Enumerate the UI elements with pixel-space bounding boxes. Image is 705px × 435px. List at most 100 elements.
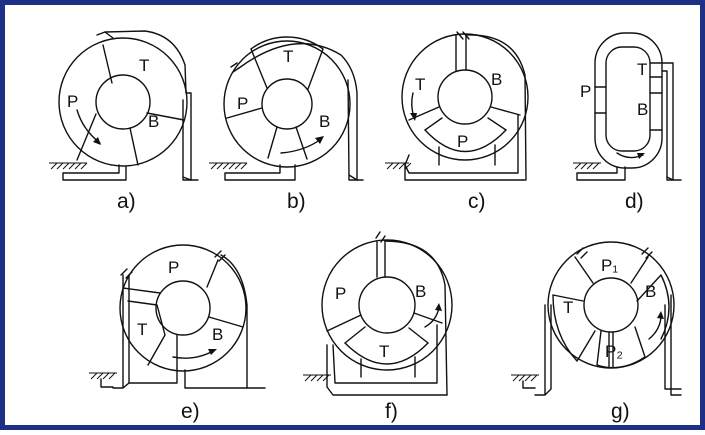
blade-divider <box>307 48 324 90</box>
inner-shaft <box>182 99 192 181</box>
output-shaft <box>649 62 674 181</box>
caption-g: g) <box>611 400 630 423</box>
stator-label: B <box>212 325 223 344</box>
blade-divider <box>146 112 185 121</box>
outer-casing <box>594 32 663 169</box>
blade-divider <box>206 259 219 288</box>
inner-core <box>605 46 651 152</box>
diagram-sheet: P T B a) P T B b) <box>49 30 682 423</box>
base-plate <box>576 166 626 181</box>
stator-label: B <box>637 100 648 119</box>
pump-label: P <box>457 132 468 151</box>
pump-1-label: P₁ <box>601 256 618 275</box>
input-shaft <box>534 304 552 396</box>
blade-divider <box>226 107 263 119</box>
diagram-e: P T B e) <box>89 244 266 423</box>
outer-casing <box>321 239 453 371</box>
stator-label: B <box>645 282 656 301</box>
base-plate <box>62 164 127 181</box>
arrowhead-icon <box>435 303 442 311</box>
stator-outline <box>636 274 670 340</box>
inner-hub <box>583 277 639 333</box>
input-shaft <box>112 274 130 389</box>
caption-c: c) <box>468 190 486 213</box>
inner-hub <box>155 280 211 336</box>
arrowhead-icon <box>657 311 664 319</box>
outer-shaft <box>238 43 358 181</box>
blade-divider <box>129 127 139 166</box>
base-foot <box>182 176 199 181</box>
pump-2-label: P₂ <box>605 342 623 361</box>
arrowhead-icon <box>637 153 645 159</box>
ground-hatch <box>574 162 600 170</box>
arrowhead-icon <box>208 349 217 355</box>
diagram-c: T B P c) <box>385 31 529 213</box>
shaft-divider <box>608 331 614 368</box>
runner-arc <box>344 342 429 365</box>
break-mark <box>230 62 240 73</box>
blade-divider <box>574 256 649 284</box>
turbine-outline <box>127 300 166 366</box>
runner-arc <box>424 129 507 153</box>
outer-casing <box>58 37 188 167</box>
turbine-label: T <box>415 75 425 94</box>
ground-hatch <box>210 162 248 170</box>
blade-divider <box>102 44 113 84</box>
diagram-b: P T B b) <box>209 36 364 213</box>
shaft-divider <box>455 34 467 72</box>
foot <box>522 380 536 389</box>
outer-shaft <box>465 34 527 181</box>
pump-label: P <box>580 82 591 101</box>
pump-divider <box>594 86 607 114</box>
foot <box>100 378 114 388</box>
blade-divider <box>413 312 443 324</box>
shaft-divider <box>376 240 386 278</box>
diagram-d: P T B d) <box>573 32 682 213</box>
break-mark <box>120 268 133 279</box>
base-foot <box>348 174 364 181</box>
stator-label: B <box>491 70 502 89</box>
stator-label: B <box>148 112 159 131</box>
diagram-g: P₁ T B P₂ g) <box>511 241 682 423</box>
turbine-label: T <box>637 60 647 79</box>
ground-hatch <box>90 372 116 380</box>
flow-arrow <box>172 350 214 359</box>
ground-hatch <box>304 374 330 382</box>
break-mark <box>96 31 114 39</box>
inner-hub <box>358 276 416 334</box>
blade-divider <box>208 316 244 328</box>
outer-casing <box>223 40 351 168</box>
turbine-label: T <box>139 56 149 75</box>
outer-casing <box>119 244 247 372</box>
turbine-label: T <box>379 342 389 361</box>
flow-arrow <box>648 314 662 340</box>
break-mark <box>576 247 588 259</box>
inner-hub <box>437 69 493 125</box>
caption-d: d) <box>625 190 644 213</box>
blade-divider <box>490 106 521 116</box>
blade-divider <box>76 113 97 161</box>
diagram-f: P B T f) <box>303 231 453 423</box>
pump-label: P <box>168 258 179 277</box>
caption-b: b) <box>287 190 306 213</box>
inner-hub <box>261 78 313 130</box>
outer-shaft <box>220 254 248 389</box>
arrowhead-icon <box>93 137 101 145</box>
inner-hub <box>95 74 151 130</box>
stator-label: B <box>319 112 330 131</box>
base-foot <box>666 176 682 181</box>
outer-shaft <box>384 240 448 396</box>
runner-side <box>424 117 507 131</box>
turbine-outline <box>552 294 596 362</box>
pump-label: P <box>67 92 78 111</box>
caption-e: e) <box>181 400 200 423</box>
blade-divider <box>250 48 268 89</box>
blade-divider <box>326 314 362 332</box>
flow-arrow <box>76 109 101 144</box>
runner-post <box>360 356 416 378</box>
blade-divider <box>267 126 278 159</box>
arrowhead-icon <box>315 136 324 144</box>
ground-hatch <box>512 374 538 382</box>
runner-post <box>438 144 496 166</box>
